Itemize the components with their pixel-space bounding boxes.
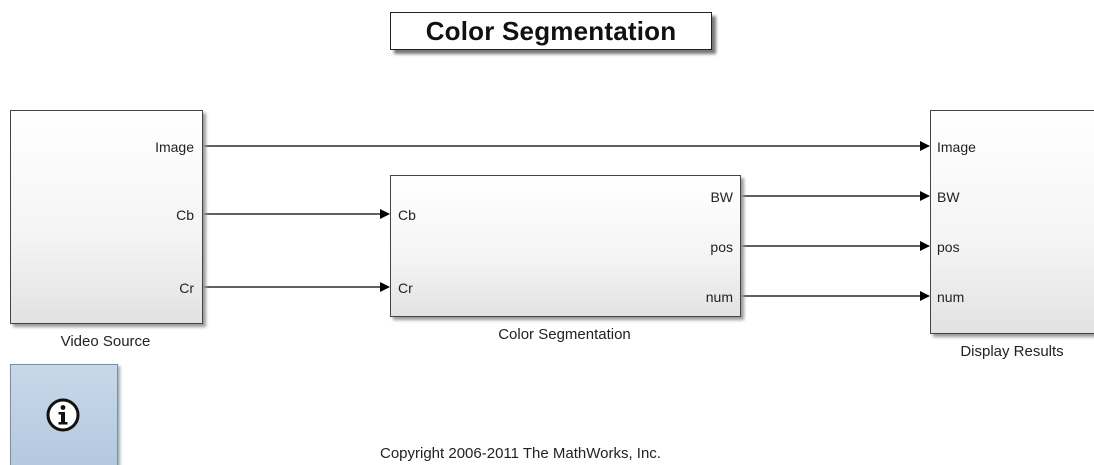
info-block[interactable]	[10, 364, 118, 465]
output-port-cr: Cr	[179, 280, 194, 296]
output-port-pos: pos	[710, 239, 733, 255]
output-port-cb: Cb	[176, 207, 194, 223]
diagram-title[interactable]: Color Segmentation	[390, 12, 712, 50]
input-port-bw: BW	[937, 189, 960, 205]
output-port-bw: BW	[710, 189, 733, 205]
copyright-text: Copyright 2006-2011 The MathWorks, Inc.	[380, 445, 661, 462]
info-icon	[46, 398, 80, 432]
color-segmentation-block[interactable]: Cb Cr BW pos num	[390, 175, 741, 317]
display-results-block[interactable]: Image BW pos num	[930, 110, 1094, 334]
video-source-label: Video Source	[60, 333, 151, 350]
display-results-label: Display Results	[960, 343, 1064, 360]
input-port-cr: Cr	[398, 280, 413, 296]
input-port-image: Image	[937, 139, 976, 155]
color-segmentation-label: Color Segmentation	[498, 326, 631, 343]
output-port-image: Image	[155, 139, 194, 155]
output-port-num: num	[705, 289, 733, 305]
video-source-block[interactable]: Image Cb Cr	[10, 110, 203, 324]
input-port-pos: pos	[937, 239, 960, 255]
input-port-cb: Cb	[398, 207, 416, 223]
input-port-num: num	[937, 289, 965, 305]
